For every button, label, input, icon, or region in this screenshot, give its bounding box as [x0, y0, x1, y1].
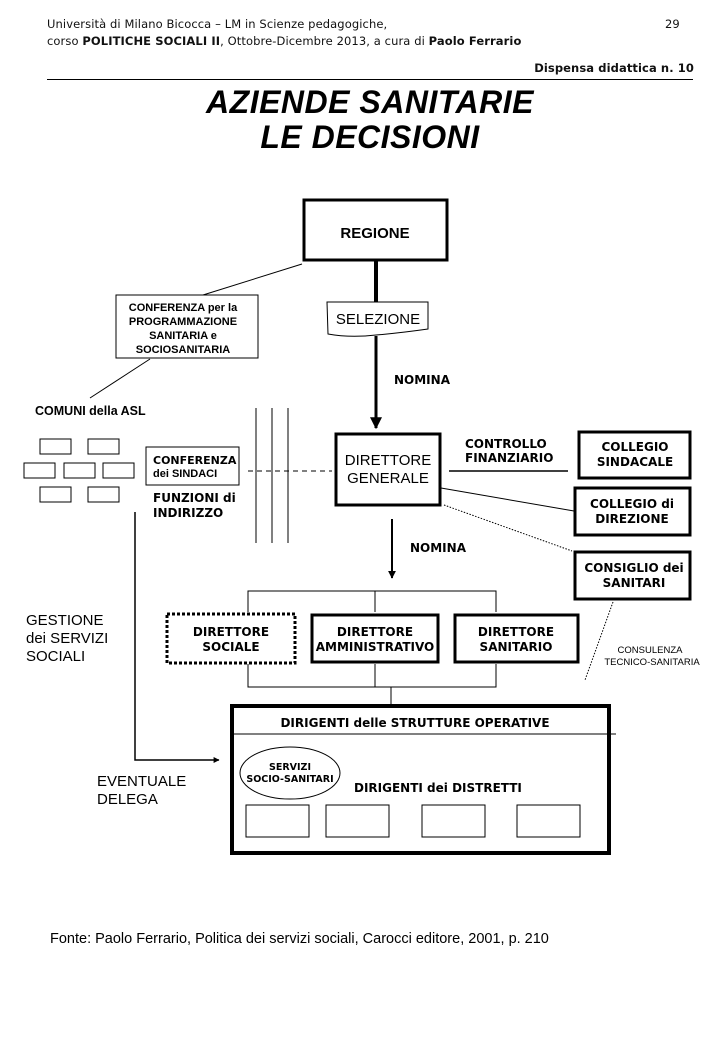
comune-box — [87, 438, 120, 455]
conferenza-programmazione-line3: SANITARIA e — [149, 330, 217, 342]
conferenza-comuni-link — [89, 358, 151, 399]
regione-label: REGIONE — [340, 225, 409, 242]
controllo-finanziario-line1: CONTROLLO — [465, 437, 547, 451]
regione-conferenza-link — [202, 263, 303, 296]
header-course-dates: , Ottobre-Dicembre 2013, a cura di — [220, 34, 429, 48]
comune-box — [23, 462, 56, 479]
eventuale-delega-line2: DELEGA — [97, 791, 158, 808]
eventuale-delega-arrow — [134, 512, 220, 763]
servizi-socio-sanitari-ellipse — [239, 746, 341, 800]
gestione-servizi-line1: GESTIONE — [26, 612, 104, 629]
consulenza-line2: TECNICO-SANITARIA — [604, 657, 700, 668]
direttore-sociale-line1: DIRETTORE — [193, 625, 269, 639]
direttore-sanitario-line1: DIRETTORE — [478, 625, 554, 639]
page-subtitle: LE DECISIONI — [260, 119, 480, 155]
comuni-asl-label: COMUNI della ASL — [35, 404, 146, 418]
comune-box — [87, 486, 120, 503]
comune-box — [39, 438, 72, 455]
directors-top-bracket — [247, 590, 497, 612]
direttore-amministrativo-box — [310, 613, 440, 664]
conferenza-programmazione-box — [115, 294, 259, 359]
nomina-label-top: NOMINA — [394, 373, 451, 387]
collegio-sindacale-line1: COLLEGIO — [601, 440, 668, 454]
consiglio-sanitari-line2: SANITARI — [603, 576, 666, 590]
comune-box — [63, 462, 96, 479]
collegio-direzione-line2: DIREZIONE — [595, 512, 668, 526]
direttore-sociale-line2: SOCIALE — [202, 640, 259, 654]
distretto-box — [516, 804, 581, 838]
dirigenti-distretti-label: DIRIGENTI dei DISTRETTI — [354, 781, 522, 795]
header-course-name: POLITICHE SOCIALI II — [82, 34, 221, 48]
direttore-generale-line2: GENERALE — [347, 470, 429, 487]
direttore-amministrativo-line2: AMMINISTRATIVO — [316, 640, 435, 654]
nomina-label-mid: NOMINA — [410, 541, 467, 555]
servizi-socio-sanitari-line1: SERVIZI — [269, 762, 311, 773]
header-institution: Università di Milano Bicocca – LM in Sci… — [47, 17, 388, 31]
selezione-box — [326, 301, 429, 337]
dirigenti-strutture-label: DIRIGENTI delle STRUTTURE OPERATIVE — [280, 716, 549, 730]
consiglio-sanitari-line1: CONSIGLIO dei — [584, 561, 683, 575]
direttore-generale-box — [334, 432, 442, 507]
conferenza-programmazione-line1: CONFERENZA per la — [129, 302, 238, 314]
direttore-sociale-box — [165, 612, 297, 665]
regione-box — [302, 198, 449, 262]
direttore-sanitario-box — [453, 613, 580, 664]
conferenza-programmazione-line2: PROGRAMMAZIONE — [129, 316, 237, 328]
page-title: AZIENDE SANITARIE — [206, 84, 534, 120]
direttore-amministrativo-line1: DIRETTORE — [337, 625, 413, 639]
consiglio-sanitari-box — [573, 550, 692, 601]
conferenza-sindaci-line2: dei SINDACI — [153, 468, 217, 480]
direttore-generale-line1: DIRETTORE — [345, 452, 431, 469]
dg-collegio-direzione-link — [440, 487, 575, 512]
eventuale-delega-line1: EVENTUALE — [97, 773, 186, 790]
distretto-box — [325, 804, 390, 838]
collegio-direzione-line1: COLLEGIO di — [590, 497, 674, 511]
conferenza-sindaci-line1: CONFERENZA — [153, 454, 237, 467]
controllo-finanziario-line2: FINANZIARIO — [465, 451, 553, 465]
conferenza-programmazione-line4: SOCIOSANITARIA — [136, 344, 231, 356]
servizi-socio-sanitari-line2: SOCIO-SANITARI — [246, 774, 333, 785]
selezione-label: SELEZIONE — [336, 311, 420, 328]
gestione-servizi-line3: SOCIALI — [26, 648, 85, 665]
comuni-boxes — [23, 438, 135, 503]
source-citation: Fonte: Paolo Ferrario, Politica dei serv… — [50, 931, 549, 947]
collegio-sindacale-box — [577, 430, 692, 480]
comune-box — [39, 486, 72, 503]
conferenza-sindaci-box — [145, 446, 240, 486]
header-course-prefix: corso — [47, 34, 83, 48]
directors-bottom-bracket — [247, 664, 497, 688]
header-rule — [47, 79, 693, 80]
funzioni-indirizzo-line1: FUNZIONI di — [153, 491, 236, 505]
distretto-box — [421, 804, 486, 838]
funzioni-indirizzo-line2: INDIRIZZO — [153, 506, 223, 520]
consulenza-dotted-link — [584, 601, 614, 681]
page-number: 29 — [665, 17, 680, 31]
header-course-line: corso POLITICHE SOCIALI II, Ottobre-Dice… — [47, 34, 521, 48]
collegio-sindacale-line2: SINDACALE — [597, 455, 673, 469]
header-author: Paolo Ferrario — [428, 34, 522, 48]
dispensa-label: Dispensa didattica n. 10 — [534, 61, 694, 75]
gestione-servizi-line2: dei SERVIZI — [26, 630, 108, 647]
comune-box — [102, 462, 135, 479]
distretto-box — [245, 804, 310, 838]
collegio-direzione-box — [573, 486, 692, 537]
direttore-sanitario-line2: SANITARIO — [480, 640, 553, 654]
consulenza-line1: CONSULENZA — [618, 645, 684, 656]
